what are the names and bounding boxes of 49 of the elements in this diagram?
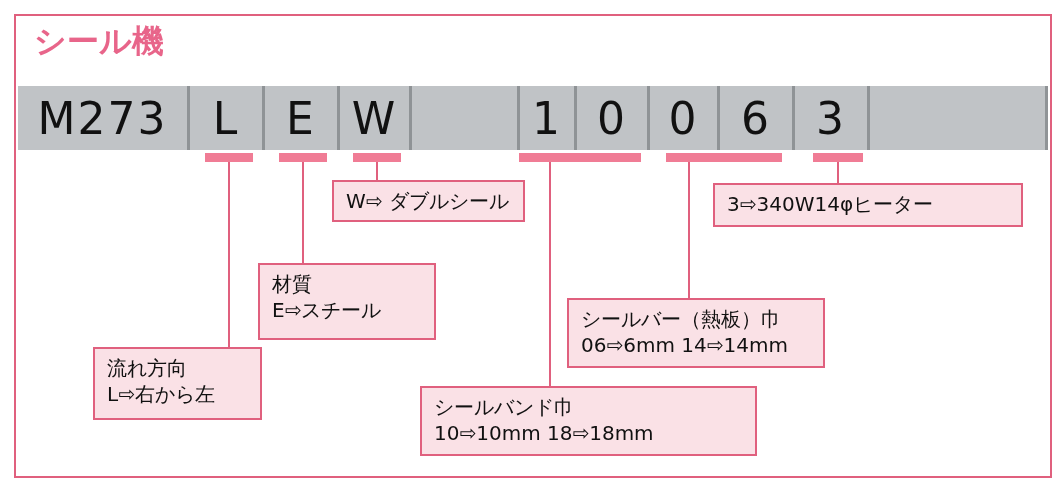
code-segment [265,86,340,150]
annotation-text: L⇨右から左 [107,381,216,407]
code-segment [650,86,720,150]
code-character: 6 [741,92,771,144]
annotation-text: 10⇨10mm 18⇨18mm [434,420,655,446]
annotation-heading: 流れ方向 [107,355,188,381]
code-character: L [212,92,240,144]
annotation-box [332,180,525,222]
code-segment [577,86,650,150]
code-segment [520,86,577,150]
leader-line [837,161,839,184]
annotation-text: W⇨ ダブルシール [346,188,510,214]
code-segment [190,86,265,150]
marker-bar [666,153,782,162]
code-segment [870,86,1048,150]
annotation-text: E⇨スチール [272,297,383,323]
code-character: E [286,92,316,144]
annotation-heading: シールバー（熱板）巾 [581,306,782,332]
code-segment [795,86,870,150]
annotation-box [713,183,1023,227]
annotation-box [420,386,757,456]
annotation-box [567,298,825,368]
leader-line [376,161,378,181]
marker-bar [353,153,401,162]
code-character: 0 [668,92,699,144]
marker-bar [279,153,327,162]
code-character: 1 [532,92,562,144]
annotation-box [93,347,262,420]
marker-bar [519,153,641,162]
leader-line [302,161,304,264]
annotation-text: 3⇨340W14φヒーター [727,191,935,217]
annotation-text: 06⇨6mm 14⇨14mm [581,332,789,358]
code-segment [412,86,520,150]
code-segment [340,86,412,150]
code-segment [18,86,190,150]
marker-bar [205,153,253,162]
code-segment [720,86,795,150]
leader-line [688,161,690,299]
annotation-box [258,263,436,340]
annotation-heading: シールバンド巾 [434,394,575,420]
leader-line [549,161,551,387]
code-character: M273 [37,92,168,144]
annotation-heading: 材質 [272,271,313,297]
leader-line [228,161,230,348]
marker-bar [813,153,863,162]
code-character: 0 [597,92,627,144]
code-character: 3 [816,92,846,144]
code-character: W [351,92,398,144]
title: シール機 [34,21,164,62]
